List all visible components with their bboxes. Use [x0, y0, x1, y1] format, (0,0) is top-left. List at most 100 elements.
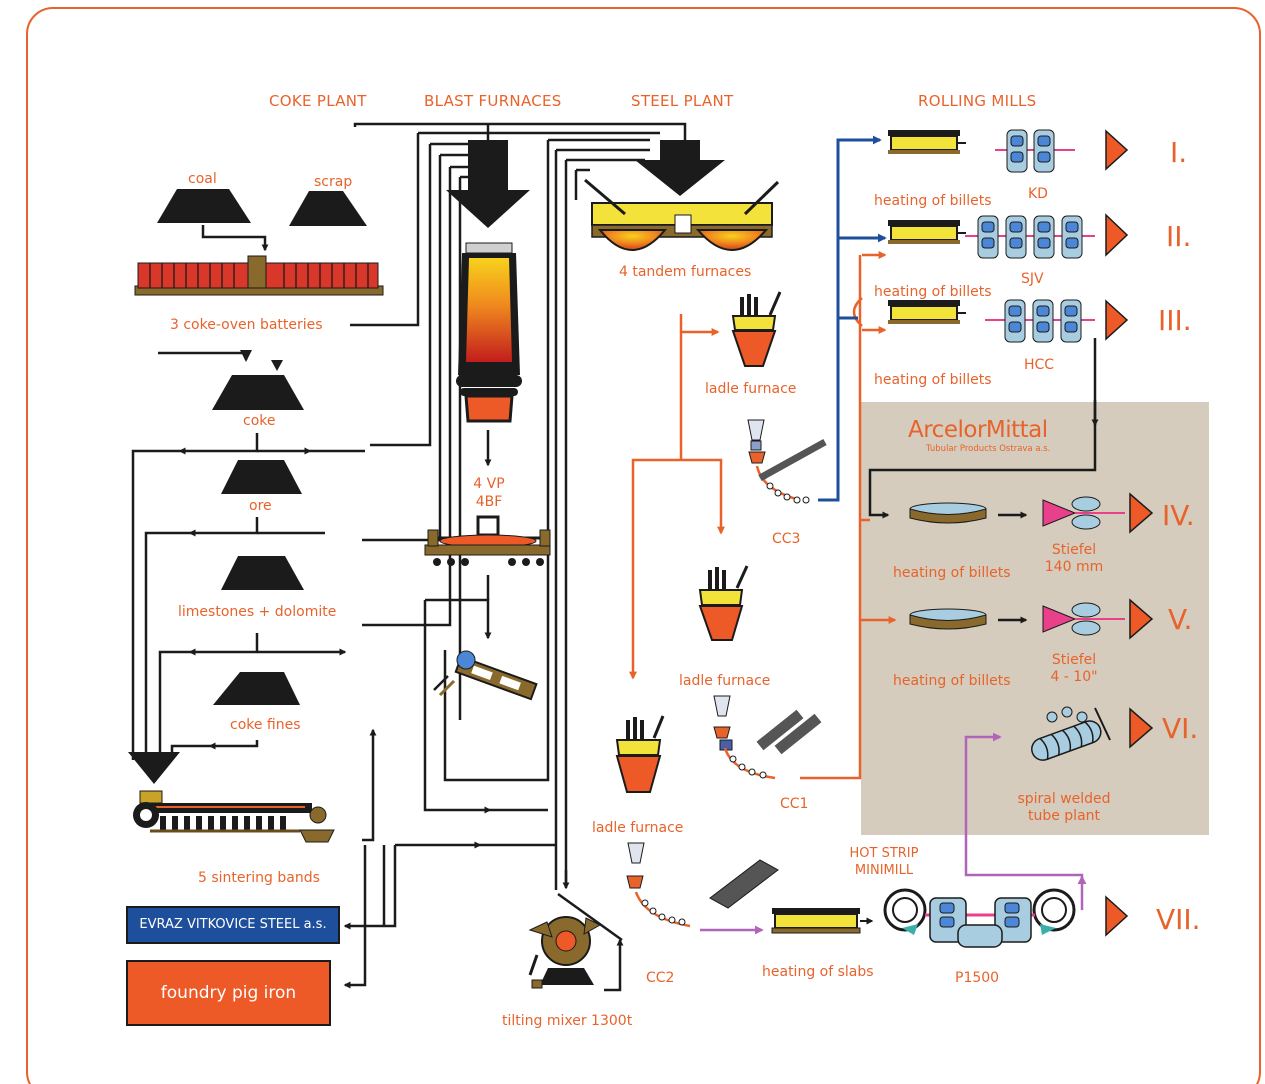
product-label-4: IV.: [1162, 499, 1195, 532]
sjv-mill-icon: [965, 215, 1095, 259]
product-label-2: II.: [1166, 220, 1192, 253]
product-marker-1: [1105, 129, 1129, 171]
label-ladle-furnace-1: ladle furnace: [705, 381, 797, 397]
header-coke-plant: COKE PLANT: [269, 92, 367, 110]
label-heating-billets-5: heating of billets: [893, 673, 1011, 689]
label-heating-billets-1: heating of billets: [874, 193, 992, 209]
label-stiefel-140: Stiefel 140 mm: [1044, 542, 1104, 575]
ore-hopper: [221, 460, 302, 494]
arcelormittal-subtitle: Tubular Products Ostrava a.s.: [926, 444, 1051, 454]
casthouse-icon: [424, 515, 551, 566]
sintering-bands: [133, 790, 335, 843]
tandem-furnaces-icon: [584, 178, 780, 251]
ladle-furnace-1-icon: [731, 291, 782, 367]
tilting-mixer-icon: [528, 916, 602, 989]
label-cc1: CC1: [780, 796, 809, 812]
billet-furnace-3: [888, 300, 966, 324]
product-label-5: V.: [1168, 603, 1193, 636]
label-tandem-furnaces: 4 tandem furnaces: [619, 264, 752, 280]
label-4vp: 4 VP: [473, 476, 505, 492]
coal-hopper: [157, 189, 251, 223]
evraz-box: EVRAZ VITKOVICE STEEL a.s.: [126, 906, 340, 944]
pig-iron-lines: [343, 600, 624, 992]
ladle-furnace-2-icon: [698, 565, 749, 641]
label-heating-billets-2: heating of billets: [874, 284, 992, 300]
coke-fines-hopper: [213, 672, 300, 705]
label-cc3: CC3: [772, 531, 801, 547]
foundry-pig-iron-box: foundry pig iron: [126, 960, 331, 1026]
raw-material-lines: [350, 122, 687, 885]
label-coke-fines: coke fines: [230, 717, 301, 733]
label-heating-billets-3: heating of billets: [874, 372, 992, 388]
label-coke-oven-batteries: 3 coke-oven batteries: [170, 317, 323, 333]
label-heating-of-slabs: heating of slabs: [762, 964, 874, 980]
scrap-hopper: [289, 191, 367, 226]
label-coal: coal: [188, 171, 217, 187]
blast-furnace-feed-arrow: [446, 140, 530, 228]
label-stiefel-4-10: Stiefel 4 - 10": [1050, 652, 1098, 685]
steel-lines: [629, 255, 897, 780]
product-marker-5: [1129, 598, 1154, 640]
product-label-1: I.: [1170, 136, 1188, 169]
billet-furnaces: [888, 130, 966, 324]
label-4bf: 4BF: [475, 494, 503, 510]
page-frame: [26, 7, 1261, 1084]
ladle-furnace-3-icon: [615, 715, 665, 793]
heating-slabs-icon: [771, 908, 874, 934]
product-markers: [1105, 129, 1154, 937]
stiefel-piercer-2: [1042, 602, 1125, 636]
rotary-furnace-2: [909, 608, 987, 630]
label-cc2: CC2: [646, 970, 675, 986]
label-ladle-furnace-3: ladle furnace: [592, 820, 684, 836]
label-hcc: HCC: [1024, 357, 1055, 373]
blast-furnace-icon: [456, 242, 522, 423]
product-label-7: VII.: [1156, 903, 1201, 936]
hcc-mill-icon: [985, 299, 1095, 343]
kd-mill-icon: [995, 129, 1075, 173]
product-marker-6: [1129, 707, 1154, 749]
cc3-icon: [747, 419, 827, 504]
label-tilting-mixer: tilting mixer 1300t: [502, 1013, 633, 1029]
sinter-feed-arrow: [128, 752, 180, 784]
product-marker-2: [1105, 213, 1129, 257]
billet-furnace-2: [888, 220, 966, 244]
steel-plant-feed-arrow: [635, 140, 725, 196]
product-label-6: VI.: [1162, 712, 1199, 745]
stiefel-piercer-1: [1042, 496, 1125, 530]
arcelormittal-logo: ArcelorMittal: [908, 417, 1048, 443]
label-limestones: limestones + dolomite: [178, 604, 337, 620]
coke-plant-hoppers: [157, 189, 367, 705]
label-spiral-welded: spiral welded tube plant: [1017, 791, 1111, 824]
label-kd: KD: [1028, 186, 1048, 202]
label-heating-billets-4: heating of billets: [893, 565, 1011, 581]
cc2-icon: [626, 842, 779, 928]
billet-furnace-1: [888, 130, 966, 154]
sinter-feed-lines: [131, 433, 377, 842]
spiral-tube-icon: [1031, 706, 1111, 761]
header-steel-plant: STEEL PLANT: [631, 92, 734, 110]
coke-oven-batteries: [134, 255, 384, 296]
label-coke: coke: [243, 413, 276, 429]
header-rolling-mills: ROLLING MILLS: [918, 92, 1037, 110]
hot-strip-mill-icon: [883, 888, 1076, 948]
label-hot-strip-minimill: HOT STRIP MINIMILL: [849, 846, 919, 878]
billet-lines: [818, 135, 887, 502]
rotary-furnace-1: [909, 502, 987, 524]
coke-hopper: [212, 375, 304, 410]
label-p1500: P1500: [955, 970, 1000, 986]
limestone-hopper: [221, 556, 304, 590]
product-marker-4: [1129, 492, 1154, 534]
label-ore: ore: [249, 498, 272, 514]
header-blast-furnaces: BLAST FURNACES: [424, 92, 562, 110]
cc1-icon: [713, 695, 822, 780]
label-sjv: SJV: [1021, 271, 1044, 287]
pig-casting-machine-icon: [433, 650, 538, 701]
product-label-3: III.: [1158, 304, 1192, 337]
label-scrap: scrap: [314, 174, 353, 190]
label-sintering-bands: 5 sintering bands: [198, 870, 320, 886]
label-ladle-furnace-2: ladle furnace: [679, 673, 771, 689]
product-marker-7: [1105, 895, 1129, 937]
product-marker-3: [1105, 299, 1129, 341]
